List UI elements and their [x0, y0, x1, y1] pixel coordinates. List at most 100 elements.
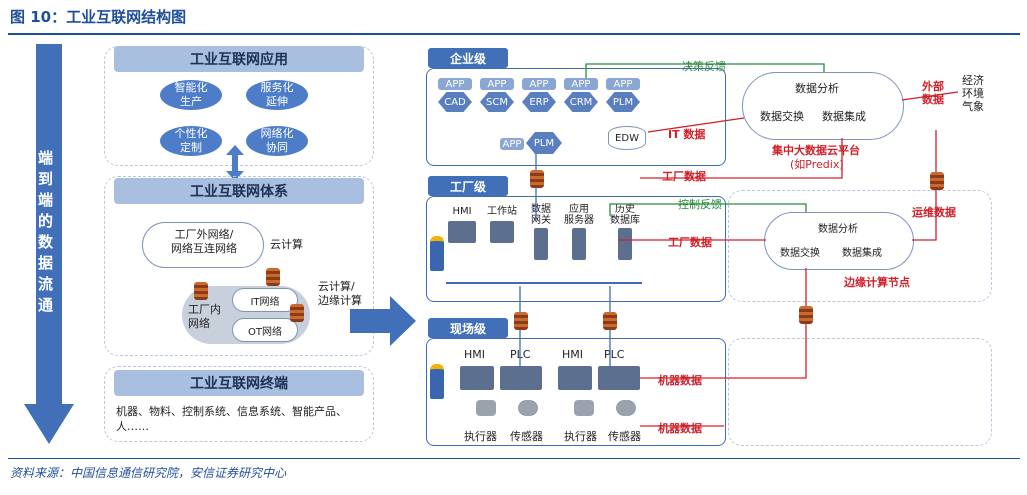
external-items-label: 经济 环境 气象 — [962, 74, 984, 113]
factory-bus-line — [446, 282, 642, 284]
external-network-cloud — [142, 222, 264, 268]
cloud-platform-sublabel: (如Predix) — [790, 158, 844, 171]
server-icon — [534, 228, 548, 260]
firewall-icon — [290, 304, 304, 322]
footer-divider — [8, 458, 1020, 459]
firewall-icon — [530, 170, 544, 188]
field-box — [426, 338, 726, 446]
factory-hmi: HMI — [446, 206, 478, 243]
edge-region — [728, 190, 992, 302]
ot-network-cloud: OT网络 — [232, 318, 298, 342]
app-scm-label: SCM — [480, 92, 514, 112]
factory-data-label: 工厂数据 — [668, 236, 712, 249]
edge-computing-cloud — [764, 212, 914, 270]
app-crm: APP CRM — [564, 78, 598, 112]
firewall-icon — [514, 312, 528, 330]
app-scm: APP SCM — [480, 78, 514, 112]
factory-app-server: 应用 服务器 — [564, 204, 594, 260]
tab-factory: 工厂级 — [428, 176, 508, 196]
factory-data-top-label: 工厂数据 — [662, 170, 706, 183]
edge-analysis-label: 数据分析 — [818, 224, 858, 235]
firewall-icon — [194, 282, 208, 300]
cloud-exchange-label: 数据交换 — [760, 110, 804, 123]
actuator-icon — [476, 400, 496, 416]
field-right-region — [728, 338, 992, 446]
tab-enterprise: 企业级 — [428, 48, 508, 68]
it-network-label: IT网络 — [250, 296, 280, 308]
app-erp: APP ERP — [522, 78, 556, 112]
server-icon — [572, 228, 586, 260]
firewall-icon — [603, 312, 617, 330]
factory-network-label: 工厂内 网络 — [188, 303, 221, 330]
factory-workstation-label: 工作站 — [487, 206, 517, 217]
field-hmi2-label: HMI — [562, 348, 584, 361]
factory-historian: 历史 数据库 — [608, 204, 642, 260]
plm-hub: PLM — [526, 132, 562, 154]
app-cad-label: CAD — [438, 92, 472, 112]
monitor-icon — [448, 221, 476, 243]
down-arrow-icon — [24, 44, 74, 444]
edge-node-label: 边缘计算节点 — [844, 276, 910, 289]
edw-database: EDW — [608, 126, 646, 150]
factory-gateway-label: 数据 网关 — [531, 204, 551, 226]
external-network-label: 工厂外网络/ 网络互连网络 — [171, 228, 237, 255]
hmi-panel-icon — [460, 366, 494, 390]
source-note: 资料来源：中国信息通信研究院，安信证券研究中心 — [10, 466, 287, 480]
firewall-icon — [930, 172, 944, 190]
plc-icon — [500, 366, 542, 390]
ot-network-label: OT网络 — [248, 326, 282, 338]
sensor2-label: 传感器 — [608, 430, 641, 443]
bubble-smart-production: 智能化 生产 — [160, 80, 222, 110]
cloud-compute-label: 云计算 — [270, 238, 303, 251]
enterprise-box — [426, 68, 726, 166]
edge-exchange-label: 数据交换 — [780, 248, 820, 259]
cloud-integration-label: 数据集成 — [822, 110, 866, 123]
tab-field: 现场级 — [428, 318, 508, 338]
ops-data-label: 运维数据 — [912, 206, 956, 219]
hmi-panel-icon — [558, 366, 592, 390]
machine-data-label-2: 机器数据 — [658, 422, 702, 435]
bubble-service-extension: 服务化 延伸 — [246, 80, 308, 110]
actuator-icon — [574, 400, 594, 416]
field-hmi1-label: HMI — [464, 348, 486, 361]
worker-icon — [430, 364, 444, 399]
app-tag: APP — [564, 78, 598, 90]
app-plm-label: PLM — [606, 92, 640, 112]
system-header: 工业互联网体系 — [114, 178, 364, 204]
app-crm-label: CRM — [564, 92, 598, 112]
it-network-cloud: IT网络 — [232, 288, 298, 312]
app-cad: APP CAD — [438, 78, 472, 112]
factory-app-server-label: 应用 服务器 — [564, 204, 594, 226]
app-tag: APP — [438, 78, 472, 90]
sensor-icon — [616, 400, 636, 416]
worker-icon — [430, 236, 444, 271]
bidirectional-arrow-icon — [226, 145, 244, 181]
app-header: 工业互联网应用 — [114, 46, 364, 72]
factory-historian-label: 历史 数据库 — [610, 204, 640, 226]
computer-icon — [490, 221, 514, 243]
factory-hmi-label: HMI — [452, 206, 472, 217]
edge-integration-label: 数据集成 — [842, 248, 882, 259]
app-tag: APP — [522, 78, 556, 90]
sensor-icon — [518, 400, 538, 416]
central-cloud-platform — [742, 72, 904, 140]
firewall-icon — [266, 268, 280, 286]
bubble-network-collaboration: 网络化 协同 — [246, 126, 308, 156]
system-section — [104, 176, 374, 356]
title-divider — [8, 33, 1020, 35]
cloud-platform-label: 集中大数据云平台 — [772, 144, 860, 157]
actuator2-label: 执行器 — [564, 430, 597, 443]
decision-feedback-label: 决策反馈 — [682, 60, 726, 73]
it-data-label: IT 数据 — [668, 128, 706, 141]
plm-app-tag: APP — [500, 138, 524, 150]
app-tag: APP — [606, 78, 640, 90]
factory-workstation: 工作站 — [486, 206, 518, 243]
cloud-analysis-label: 数据分析 — [795, 82, 839, 95]
factory-gateway: 数据 网关 — [526, 204, 556, 260]
app-plm: APP PLM — [606, 78, 640, 112]
machine-data-label-1: 机器数据 — [658, 374, 702, 387]
server-icon — [618, 228, 632, 260]
actuator1-label: 执行器 — [464, 430, 497, 443]
edge-compute-label: 云计算/ 边缘计算 — [318, 280, 362, 307]
